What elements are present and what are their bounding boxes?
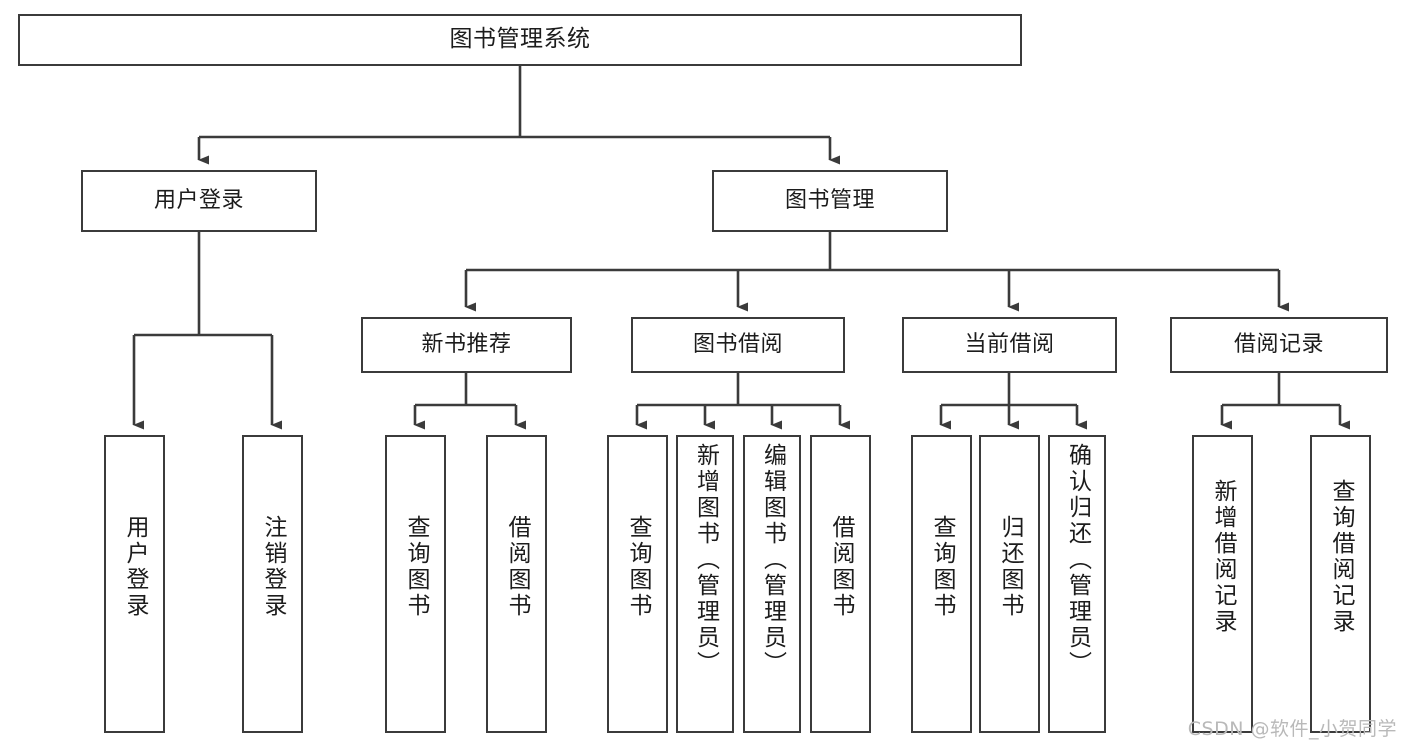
- node-book-management[interactable]: 图书管理: [712, 170, 948, 232]
- node-current-borrow[interactable]: 当前借阅: [902, 317, 1117, 373]
- leaf-query-book-recommend[interactable]: 查询图书: [385, 435, 446, 733]
- node-label: 编辑图书（管理员）: [759, 443, 786, 677]
- node-label: 新书推荐: [421, 331, 512, 357]
- leaf-query-book-current[interactable]: 查询图书: [911, 435, 972, 733]
- leaf-add-book-admin[interactable]: 新增图书（管理员）: [676, 435, 734, 733]
- node-label: 图书借阅: [692, 331, 783, 357]
- node-label: 借阅记录: [1233, 331, 1324, 357]
- node-label: 查询图书: [625, 515, 651, 619]
- node-label: 新增借阅记录: [1210, 479, 1236, 635]
- node-label: 图书管理: [784, 187, 875, 213]
- node-book-borrow[interactable]: 图书借阅: [631, 317, 845, 373]
- leaf-add-borrow-record[interactable]: 新增借阅记录: [1192, 435, 1253, 733]
- node-label: 查询图书: [929, 515, 955, 619]
- node-label: 查询图书: [403, 515, 429, 619]
- leaf-borrow-book-borrow[interactable]: 借阅图书: [810, 435, 871, 733]
- leaf-logout[interactable]: 注销登录: [242, 435, 303, 733]
- node-label: 图书管理系统: [449, 26, 591, 53]
- node-borrow-record[interactable]: 借阅记录: [1170, 317, 1388, 373]
- leaf-query-book-borrow[interactable]: 查询图书: [607, 435, 668, 733]
- leaf-user-login[interactable]: 用户登录: [104, 435, 165, 733]
- node-label: 新增图书（管理员）: [692, 443, 719, 677]
- node-label: 归还图书: [997, 515, 1023, 619]
- leaf-confirm-return-admin[interactable]: 确认归还（管理员）: [1048, 435, 1106, 733]
- node-label: 查询借阅记录: [1328, 479, 1354, 635]
- node-label: 当前借阅: [964, 331, 1055, 357]
- node-label: 注销登录: [260, 515, 286, 619]
- node-label: 用户登录: [122, 515, 148, 619]
- node-label: 确认归还（管理员）: [1064, 443, 1091, 677]
- leaf-edit-book-admin[interactable]: 编辑图书（管理员）: [743, 435, 801, 733]
- leaf-query-borrow-record[interactable]: 查询借阅记录: [1310, 435, 1371, 733]
- leaf-return-book[interactable]: 归还图书: [979, 435, 1040, 733]
- node-label: 借阅图书: [828, 515, 854, 619]
- node-label: 用户登录: [153, 187, 244, 213]
- node-user-login[interactable]: 用户登录: [81, 170, 317, 232]
- leaf-borrow-book-recommend[interactable]: 借阅图书: [486, 435, 547, 733]
- node-root-system[interactable]: 图书管理系统: [18, 14, 1022, 66]
- watermark: CSDN @软件_小贺同学: [1187, 718, 1397, 740]
- node-label: 借阅图书: [504, 515, 530, 619]
- node-new-book-recommend[interactable]: 新书推荐: [361, 317, 572, 373]
